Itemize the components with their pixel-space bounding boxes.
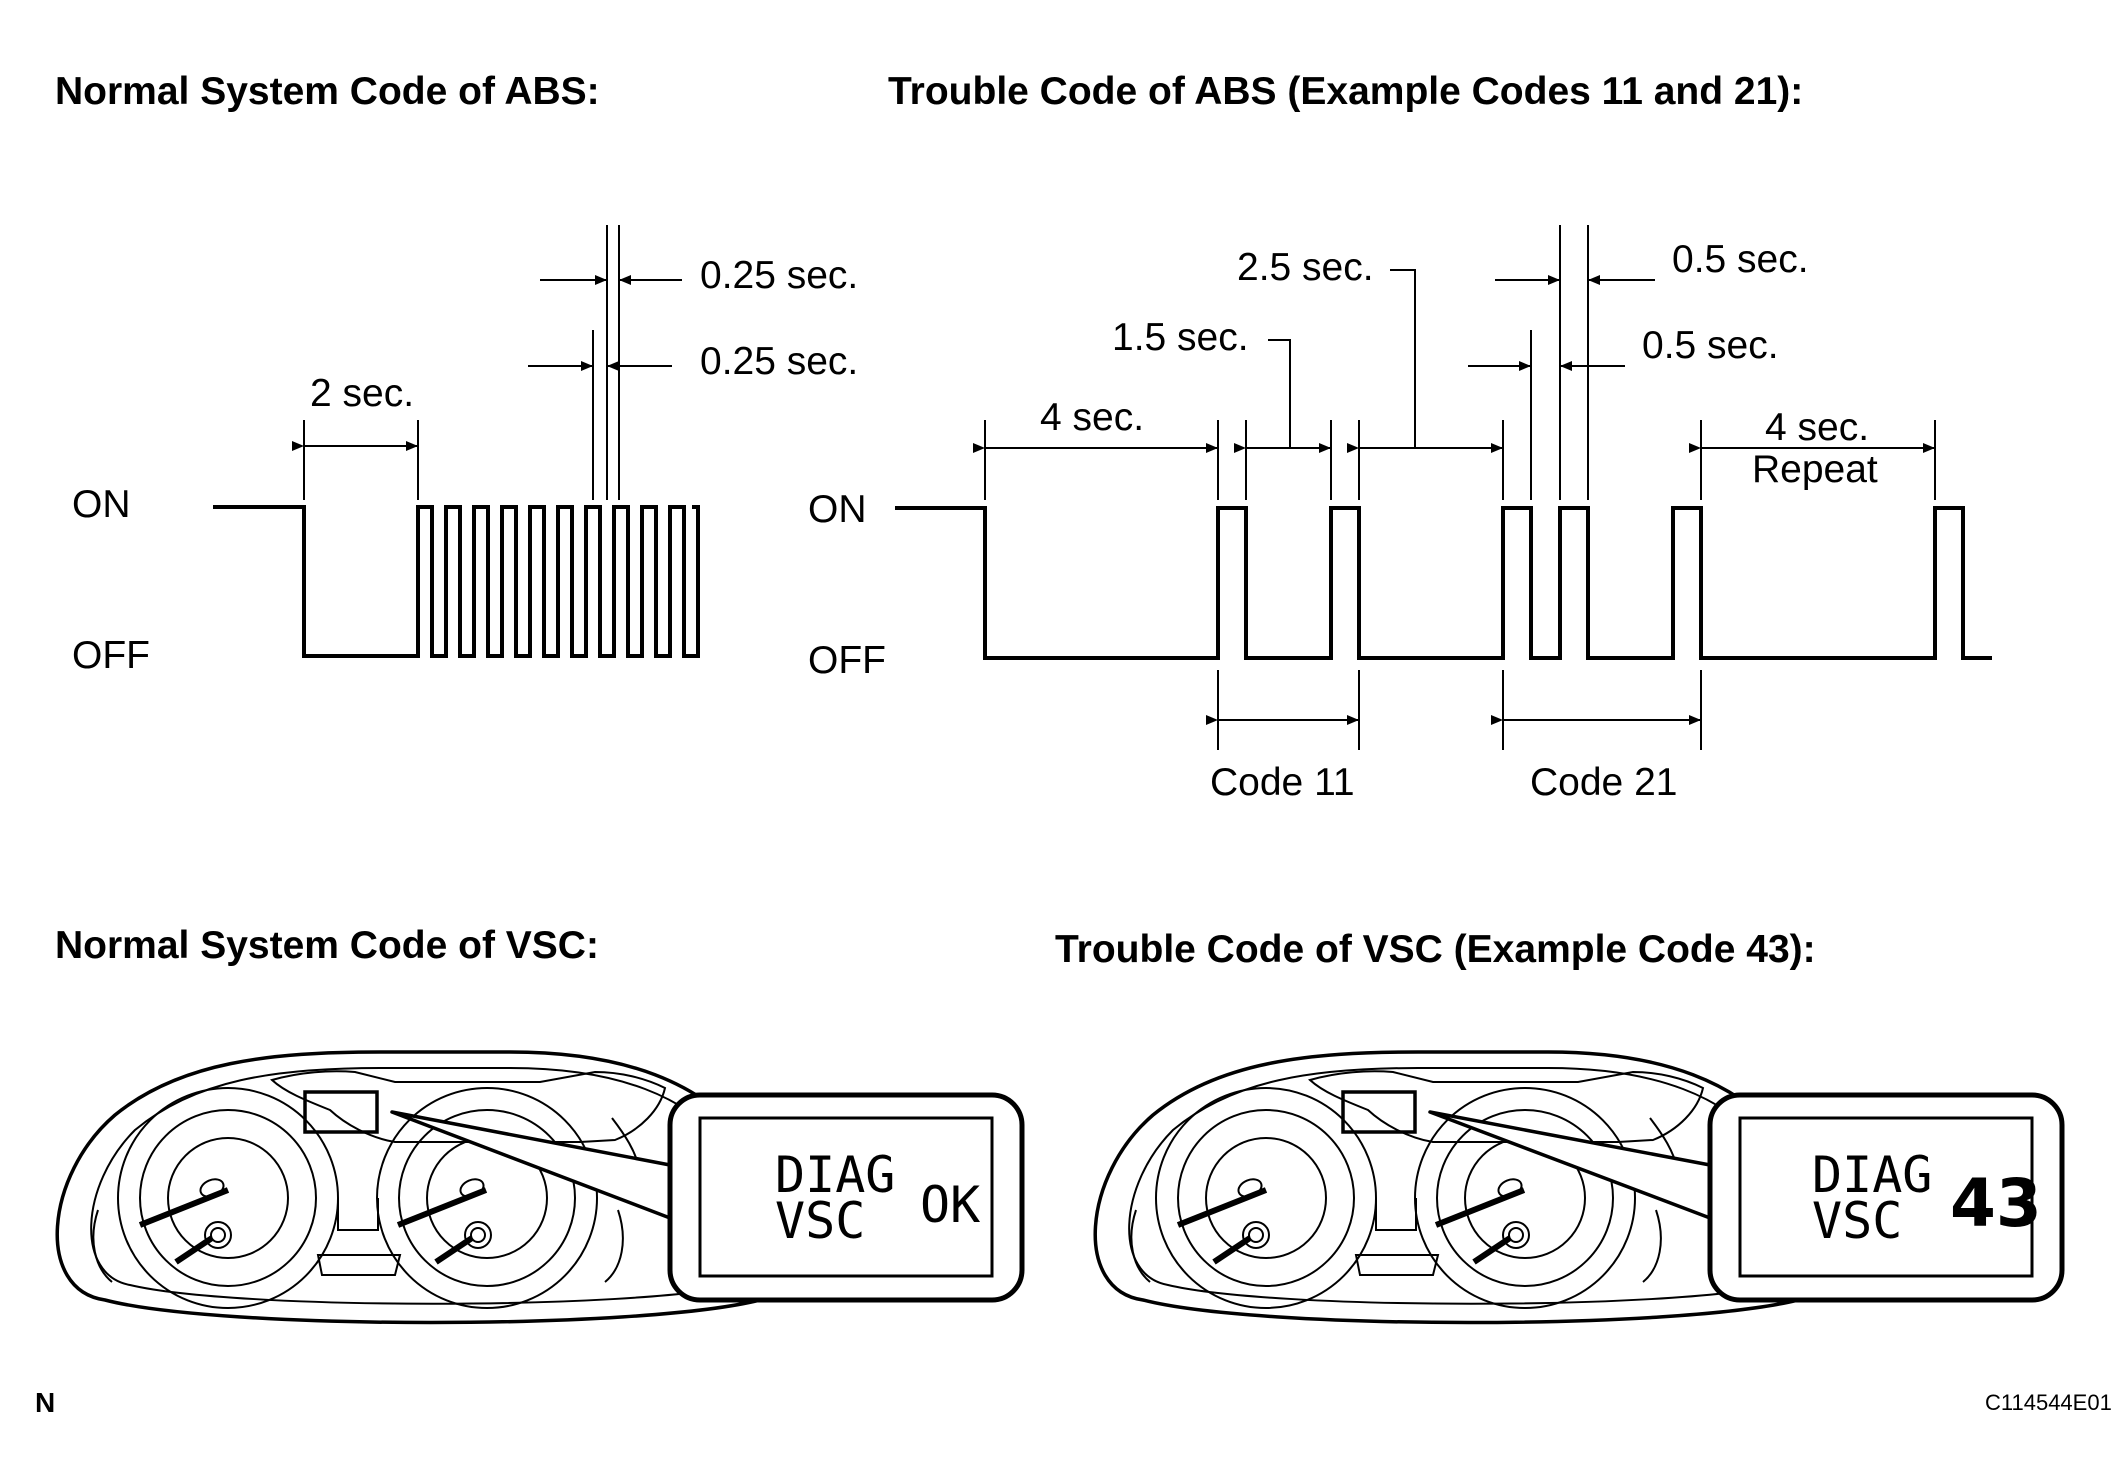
abs-normal-signal-trace xyxy=(213,505,700,658)
abs-normal-waveform-diagram: ON OFF 2 sec. 0.25 sec. 0.25 sec. xyxy=(72,225,858,677)
abs-trouble-signal-trace xyxy=(895,506,1992,660)
abs-trouble-waveform-diagram: ON OFF 4 sec. 1.5 sec. 2.5 sec. 0.5 sec. xyxy=(808,225,1992,804)
label-repeat: Repeat xyxy=(1752,448,1878,491)
label-4sec: 4 sec. xyxy=(1040,396,1144,439)
figure-id: C114544E01 xyxy=(1985,1390,2112,1415)
callout-pointer xyxy=(1428,1110,1712,1220)
lcd-line-vsc: VSC xyxy=(775,1192,865,1250)
label-2sec: 2 sec. xyxy=(310,372,414,415)
on-label: ON xyxy=(808,488,867,531)
label-code-11: Code 11 xyxy=(1210,761,1355,804)
label-code-21: Code 21 xyxy=(1530,761,1677,804)
title-abs-normal: Normal System Code of ABS: xyxy=(55,70,600,113)
lcd-line-vsc: VSC xyxy=(1812,1192,1902,1250)
lcd-screen xyxy=(698,1116,994,1278)
label-025sec-low: 0.25 sec. xyxy=(700,340,858,383)
label-05sec-high: 0.5 sec. xyxy=(1672,238,1809,281)
title-abs-trouble: Trouble Code of ABS (Example Codes 11 an… xyxy=(888,70,1803,113)
label-15sec: 1.5 sec. xyxy=(1112,316,1249,359)
corner-mark: N xyxy=(35,1387,55,1418)
label-4sec-repeat: 4 sec. xyxy=(1765,406,1869,449)
off-label: OFF xyxy=(72,634,150,677)
lcd-line-diag: DIAG xyxy=(775,1146,895,1204)
callout-pointer xyxy=(390,1110,672,1220)
leader-line xyxy=(1268,339,1291,448)
title-vsc-normal: Normal System Code of VSC: xyxy=(55,924,599,967)
title-vsc-trouble: Trouble Code of VSC (Example Code 43): xyxy=(1055,928,1816,971)
label-05sec-low: 0.5 sec. xyxy=(1642,324,1779,367)
lcd-status-ok: OK xyxy=(920,1176,980,1234)
lcd-trouble-code: 43 xyxy=(1950,1165,2042,1242)
lcd-screen xyxy=(1738,1116,2034,1278)
off-label: OFF xyxy=(808,639,886,682)
vsc-normal-illustration: DIAG VSC OK xyxy=(57,1052,1025,1323)
lcd-line-diag: DIAG xyxy=(1812,1146,1932,1204)
leader-line xyxy=(1390,269,1416,448)
label-25sec: 2.5 sec. xyxy=(1237,246,1374,289)
label-025sec-high: 0.25 sec. xyxy=(700,254,858,297)
on-label: ON xyxy=(72,483,131,526)
vsc-trouble-illustration: DIAG VSC 43 xyxy=(1095,1052,2065,1323)
